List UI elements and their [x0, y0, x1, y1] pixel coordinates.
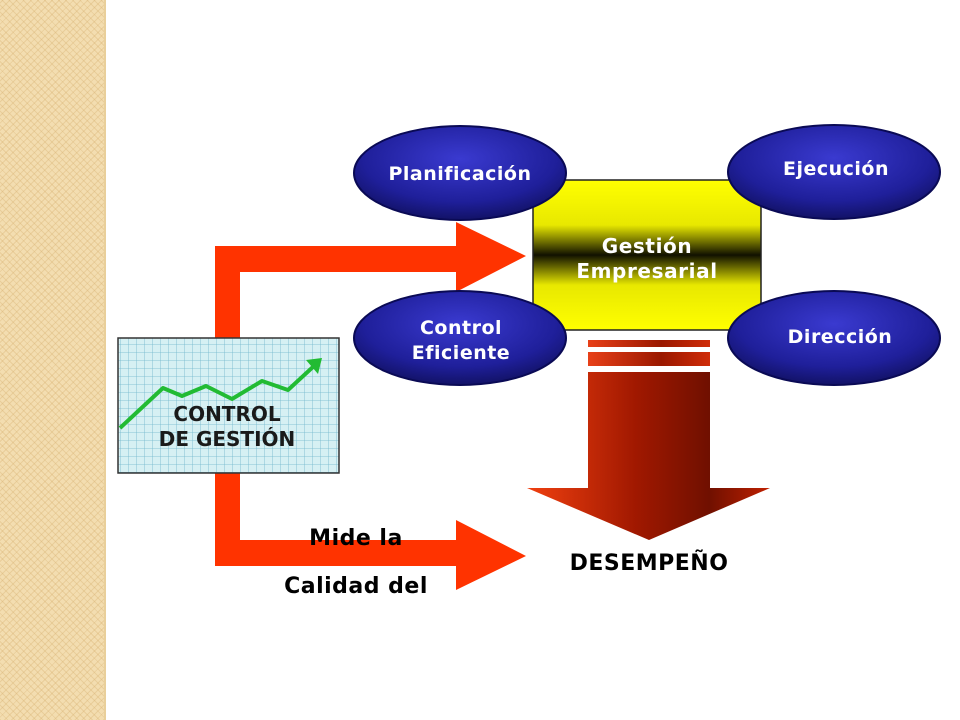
decorative-side-strip: [0, 0, 106, 720]
card-line-1: CONTROL: [173, 402, 280, 426]
oval-direccion-label: Dirección: [788, 326, 893, 348]
caption-calidad-del: Calidad del: [284, 574, 428, 599]
arrow-body: [527, 372, 770, 540]
oval-control-eficiente: Control Eficiente: [353, 290, 567, 386]
trend-line: [118, 364, 316, 430]
control-de-gestion-card: CONTROL DE GESTIÓN: [117, 337, 340, 474]
lower-arrow: [215, 472, 526, 590]
arrow-bar-2: [588, 352, 710, 366]
red-connector-arrows: [215, 222, 526, 590]
upper-arrow: [215, 222, 526, 340]
oval-control-line-1: Control: [420, 317, 502, 339]
box-line-2: Empresarial: [576, 259, 717, 283]
card-line-2: DE GESTIÓN: [159, 427, 296, 451]
caption-desempeno: DESEMPEÑO: [570, 550, 729, 576]
box-line-1: Gestión: [602, 234, 692, 258]
oval-planificacion: Planificación: [353, 125, 567, 221]
oval-planificacion-label: Planificación: [388, 163, 531, 185]
oval-control-line-2: Eficiente: [412, 342, 510, 364]
oval-direccion: Dirección: [727, 290, 941, 386]
oval-ejecucion-label: Ejecución: [783, 158, 889, 180]
caption-mide-la: Mide la: [309, 526, 403, 551]
oval-ejecucion: Ejecución: [727, 124, 941, 220]
performance-down-arrow: [527, 340, 770, 540]
gestion-empresarial-box: Gestión Empresarial: [532, 179, 762, 331]
arrow-bar-1: [588, 340, 710, 347]
trend-arrowhead: [306, 358, 322, 374]
